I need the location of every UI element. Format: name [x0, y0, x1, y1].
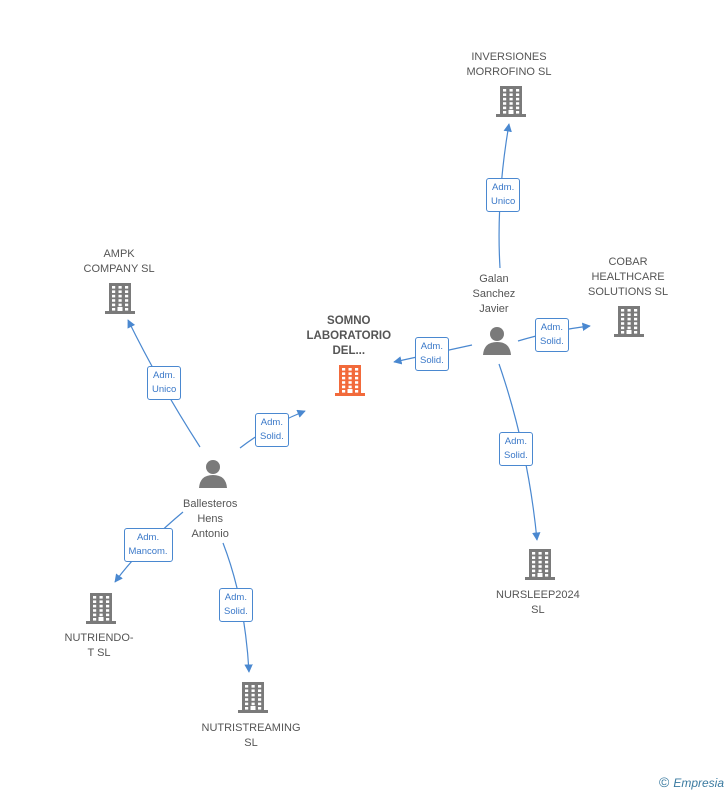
node-label-line: Ballesteros: [183, 498, 238, 510]
node-label-nutriendo[interactable]: NUTRIENDO- T SL: [65, 631, 134, 661]
edge-label-line: Adm.: [136, 532, 160, 543]
edge-label-line: Adm.: [504, 436, 527, 447]
cobar-building-icon[interactable]: [614, 306, 644, 337]
node-label-line: DEL...: [332, 345, 366, 357]
node-label-line: Javier: [479, 303, 509, 315]
somno-building-icon[interactable]: [335, 365, 365, 396]
node-label-line: COMPANY SL: [83, 263, 155, 275]
nutristreaming-building-icon[interactable]: [238, 682, 268, 713]
edge-label-line: Solid.: [420, 355, 444, 366]
nutriendo-building-icon[interactable]: [86, 593, 116, 624]
node-label-line: SOMNO: [327, 315, 371, 327]
node-label-line: SL: [244, 737, 258, 749]
edge-label-line: Adm.: [492, 182, 515, 193]
node-label-line: SL: [531, 604, 545, 616]
edge-label-line: Mancom.: [128, 546, 168, 557]
nursleep-building-icon[interactable]: [525, 549, 555, 580]
edge-label-line: Solid.: [540, 336, 564, 347]
edge-label-ballesteros-ampk[interactable]: Adm. Unico: [147, 366, 182, 400]
node-label-line: NURSLEEP2024: [496, 589, 580, 601]
node-label-nutristreaming[interactable]: NUTRISTREAMING SL: [202, 721, 301, 751]
node-label-cobar[interactable]: COBAR HEALTHCARE SOLUTIONS SL: [588, 255, 668, 300]
edge-label-ballesteros-nutristreaming[interactable]: Adm. Solid.: [219, 588, 253, 622]
edge-label-line: Unico: [152, 384, 177, 395]
edge-label-line: Adm.: [260, 417, 283, 428]
edge-label-line: Adm.: [153, 370, 176, 381]
node-label-line: AMPK: [103, 248, 135, 260]
node-label-line: COBAR: [608, 256, 648, 268]
brand-name: Empresia: [673, 776, 724, 790]
edge-label-galan-somno[interactable]: Adm. Solid.: [415, 337, 449, 371]
watermark: ©Empresia: [659, 774, 724, 790]
node-label-line: SOLUTIONS SL: [588, 286, 669, 298]
ballesteros-person-icon[interactable]: [199, 460, 227, 488]
edge-label-line: Adm.: [540, 322, 563, 333]
node-label-line: NUTRISTREAMING: [201, 722, 301, 734]
inversiones-building-icon[interactable]: [496, 86, 526, 117]
node-label-line: INVERSIONES: [471, 51, 547, 63]
node-label-line: HEALTHCARE: [591, 271, 665, 283]
node-label-inversiones[interactable]: INVERSIONES MORROFINO SL: [467, 50, 552, 80]
edge-label-line: Adm.: [224, 592, 247, 603]
node-label-ampk[interactable]: AMPK COMPANY SL: [84, 247, 155, 277]
edge-label-line: Solid.: [260, 431, 284, 442]
galan-person-icon[interactable]: [483, 327, 511, 355]
node-label-line: Sanchez: [472, 288, 516, 300]
edge-label-galan-cobar[interactable]: Adm. Solid.: [535, 318, 569, 352]
edge-label-line: Solid.: [504, 450, 528, 461]
node-label-line: T SL: [87, 647, 111, 659]
edge-label-galan-nursleep[interactable]: Adm. Solid.: [499, 432, 533, 466]
edge-label-line: Unico: [491, 196, 516, 207]
node-label-line: Galan: [479, 273, 509, 285]
edge-label-line: Adm.: [420, 341, 443, 352]
node-label-line: NUTRIENDO-: [64, 632, 134, 644]
node-label-line: LABORATORIO: [306, 330, 392, 342]
node-label-line: Antonio: [191, 528, 229, 540]
node-label-somno[interactable]: SOMNO LABORATORIO DEL...: [307, 314, 392, 359]
copyright-icon: ©: [658, 774, 670, 790]
ampk-building-icon[interactable]: [105, 283, 135, 314]
edge-label-line: Solid.: [224, 606, 248, 617]
node-label-line: MORROFINO SL: [466, 66, 552, 78]
edge-label-ballesteros-somno[interactable]: Adm. Solid.: [255, 413, 289, 447]
node-label-line: Hens: [197, 513, 224, 525]
edge-label-galan-inversiones[interactable]: Adm. Unico: [486, 178, 521, 212]
edge-label-ballesteros-nutriendo[interactable]: Adm. Mancom.: [123, 528, 173, 562]
